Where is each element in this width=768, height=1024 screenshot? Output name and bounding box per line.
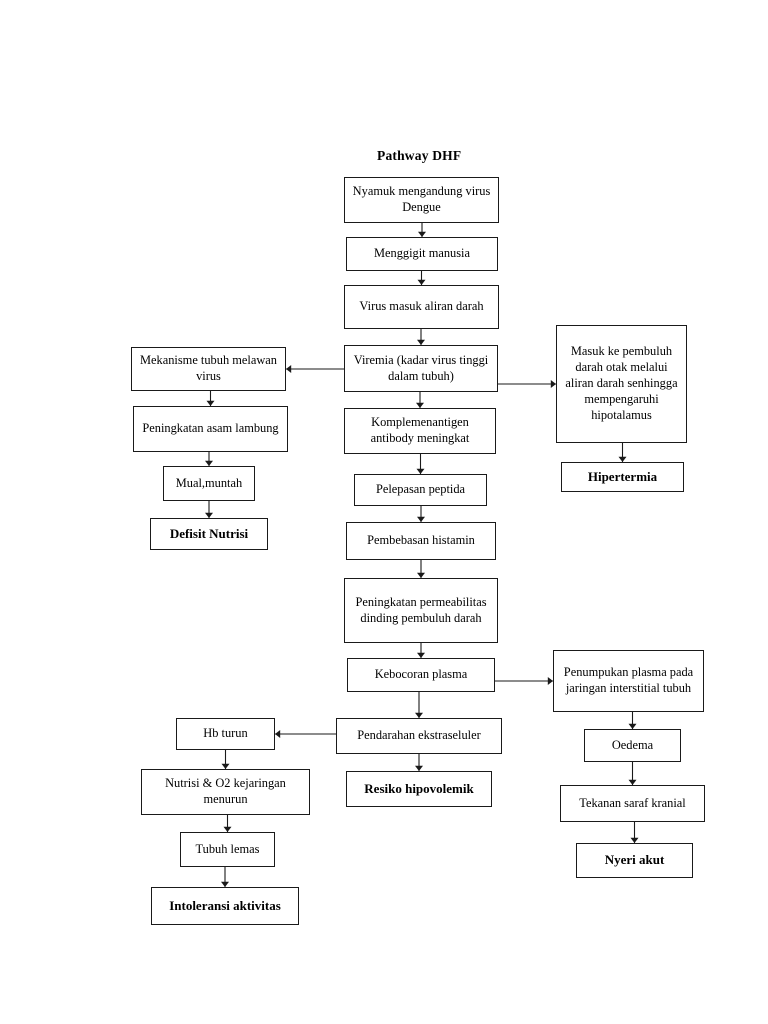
- flowchart-node: Tubuh lemas: [180, 832, 275, 867]
- flowchart-node: Virus masuk aliran darah: [344, 285, 499, 329]
- node-label: Viremia (kadar virus tinggi dalam tubuh): [353, 352, 489, 383]
- flowchart-node: Nyamuk mengandung virus Dengue: [344, 177, 499, 223]
- node-label: Kebocoran plasma: [374, 667, 468, 682]
- flowchart-node: Mual,muntah: [163, 466, 255, 501]
- flowchart-node: Peningkatan asam lambung: [133, 406, 288, 452]
- flowchart-node: Pendarahan ekstraseluler: [336, 718, 502, 754]
- node-label: Penumpukan plasma pada jaringan intersti…: [563, 665, 694, 695]
- node-label: Oedema: [611, 737, 654, 752]
- flowchart-node: Viremia (kadar virus tinggi dalam tubuh): [344, 345, 498, 392]
- flowchart-node: Nyeri akut: [576, 843, 693, 878]
- node-label: Komplemenantigen antibody meningkat: [370, 415, 470, 445]
- flowchart-node: Menggigit manusia: [346, 237, 498, 271]
- node-label: Pelepasan peptida: [375, 482, 466, 497]
- node-label: Nyamuk mengandung virus Dengue: [352, 184, 491, 214]
- flowchart-node: Pembebasan histamin: [346, 522, 496, 560]
- node-label: Hipertermia: [587, 468, 658, 484]
- flowchart-node: Penumpukan plasma pada jaringan intersti…: [553, 650, 704, 712]
- node-label: Menggigit manusia: [373, 246, 470, 261]
- flowchart-node: Hipertermia: [561, 462, 684, 492]
- page-title: Pathway DHF: [377, 148, 462, 163]
- node-label: Tekanan saraf kranial: [579, 795, 686, 810]
- node-label: Pendarahan ekstraseluler: [357, 728, 481, 743]
- node-label: Hb turun: [203, 726, 248, 741]
- node-label: Peningkatan permeabilitas dinding pembul…: [355, 594, 487, 625]
- flowchart-node: Intoleransi aktivitas: [151, 887, 299, 925]
- flowchart-node: Hb turun: [176, 718, 275, 750]
- node-label: Mual,muntah: [175, 475, 243, 490]
- node-label: Pembebasan histamin: [367, 533, 475, 548]
- flowchart-node: Masuk ke pembuluh darah otak melalui ali…: [556, 325, 687, 443]
- node-label: Resiko hipovolemik: [364, 780, 474, 796]
- flowchart-node: Kebocoran plasma: [347, 658, 495, 692]
- flowchart-node: Mekanisme tubuh melawan virus: [131, 347, 286, 391]
- node-label: Defisit Nutrisi: [169, 525, 249, 541]
- node-label: Nutrisi & O2 kejaringan menurun: [165, 776, 286, 806]
- flowchart-node: Tekanan saraf kranial: [560, 785, 705, 822]
- node-label: Peningkatan asam lambung: [142, 421, 279, 436]
- connector-arrowhead: [286, 365, 292, 373]
- flowchart-node: Oedema: [584, 729, 681, 762]
- node-label: Virus masuk aliran darah: [359, 299, 484, 314]
- flowchart-node: Defisit Nutrisi: [150, 518, 268, 550]
- flowchart-node: Peningkatan permeabilitas dinding pembul…: [344, 578, 498, 643]
- node-label: Nyeri akut: [604, 852, 665, 868]
- flowchart-node: Komplemenantigen antibody meningkat: [344, 408, 496, 454]
- flowchart-node: Nutrisi & O2 kejaringan menurun: [141, 769, 310, 815]
- node-label: Tubuh lemas: [195, 841, 260, 856]
- node-label: Mekanisme tubuh melawan virus: [140, 353, 277, 383]
- flowchart-node: Pelepasan peptida: [354, 474, 487, 506]
- flowchart-node: Resiko hipovolemik: [346, 771, 492, 807]
- node-label: Masuk ke pembuluh darah otak melalui ali…: [565, 344, 678, 422]
- connector-arrowhead: [275, 730, 281, 738]
- node-label: Intoleransi aktivitas: [169, 897, 281, 913]
